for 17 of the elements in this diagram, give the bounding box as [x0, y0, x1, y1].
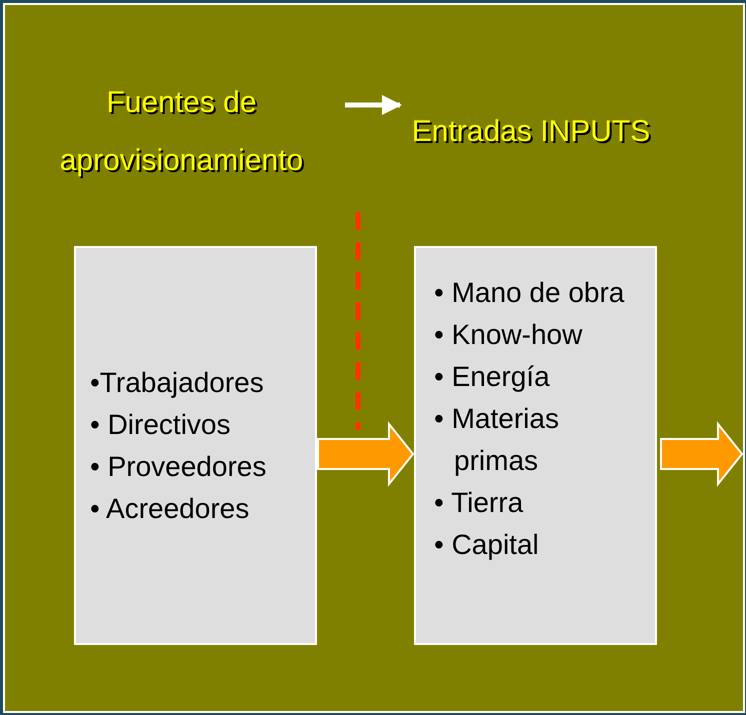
list-item: • Materias primas: [434, 402, 560, 478]
list-item: • Mano de obra: [434, 276, 626, 310]
block-arrow: [317, 421, 414, 487]
list-item: • Know-how: [434, 318, 584, 352]
list-item: •Trabajadores: [90, 366, 265, 400]
heading-text: Fuentes de aprovisionamiento: [18, 74, 345, 190]
list-item: • Tierra: [434, 486, 524, 520]
list-item: • Capital: [434, 528, 540, 562]
block-arrow: [660, 421, 744, 487]
list-item: • Proveedores: [90, 450, 268, 484]
list-item: • Directivos: [90, 408, 232, 442]
list-item: • Energía: [434, 360, 551, 394]
arrow: [345, 95, 402, 115]
list-box: [414, 246, 657, 645]
list-item: • Acreedores: [90, 492, 250, 526]
list-box: [74, 246, 317, 645]
heading-text: Entradas INPUTS: [400, 74, 662, 190]
